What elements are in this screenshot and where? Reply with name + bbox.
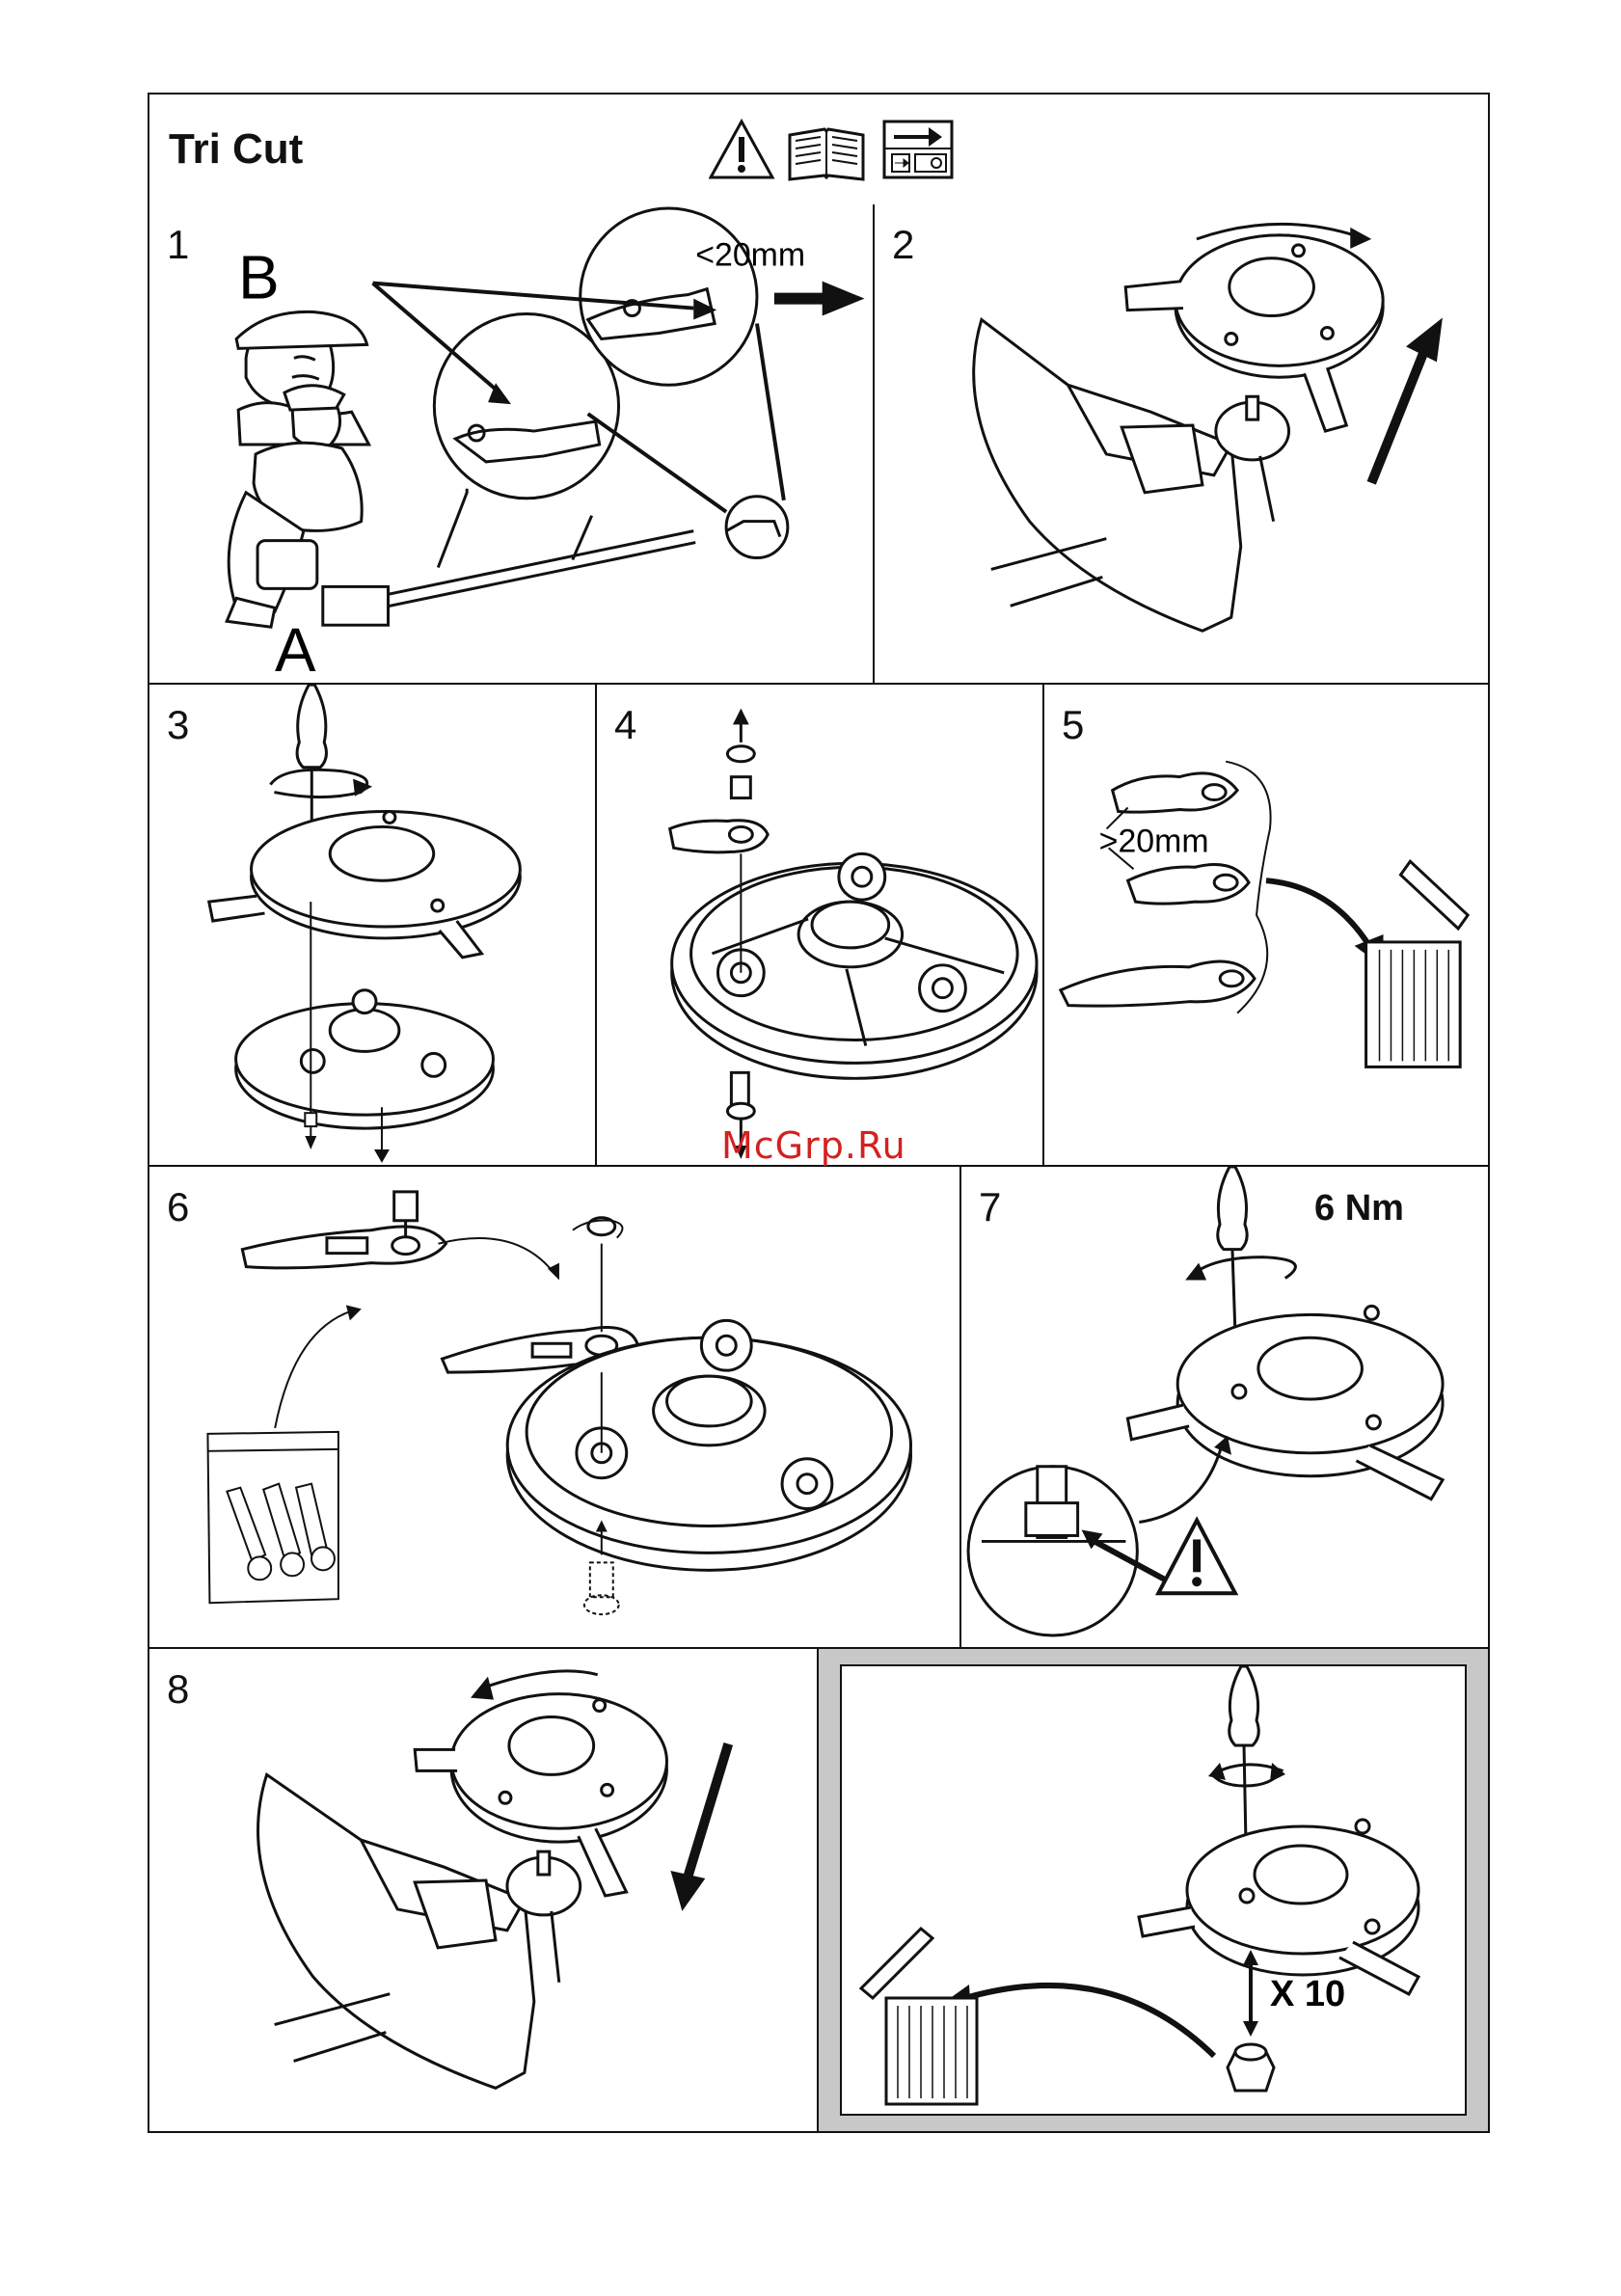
step-panel-4: 4 bbox=[597, 685, 1044, 1167]
label-a: A bbox=[275, 615, 316, 683]
bolt-outline bbox=[584, 1562, 619, 1614]
trimmer-shaft bbox=[323, 489, 695, 625]
cutting-disc bbox=[209, 812, 521, 958]
blade-bag bbox=[207, 1432, 338, 1603]
detail-magnifier-large bbox=[581, 208, 757, 385]
cutting-disc bbox=[1127, 1306, 1443, 1499]
header-icons bbox=[709, 118, 959, 181]
next-step-arrow bbox=[823, 282, 865, 316]
sheet-header: Tri Cut bbox=[149, 95, 1488, 206]
step-panel-5: 5 >20mm bbox=[1044, 685, 1488, 1167]
lower-arrow bbox=[688, 1743, 728, 1877]
instruction-arrow-icon bbox=[884, 122, 952, 177]
nut bbox=[1228, 2044, 1274, 2091]
step-panel-6: 6 bbox=[149, 1167, 961, 1649]
new-blade-1 bbox=[242, 1192, 446, 1268]
worn-blades bbox=[1061, 773, 1255, 1006]
discard-arrow bbox=[1266, 880, 1372, 950]
step-5-illustration: >20mm bbox=[1044, 685, 1488, 1165]
step-panel-3: 3 bbox=[149, 685, 597, 1167]
nut-replacement-illustration: X 10 bbox=[842, 1666, 1465, 2114]
manual-book-icon bbox=[790, 129, 863, 179]
step-panel-8: 8 bbox=[149, 1649, 819, 2131]
step-panel-nut-replace: X 10 bbox=[819, 1649, 1488, 2131]
blade-guard bbox=[974, 320, 1241, 632]
step-6-illustration bbox=[149, 1167, 959, 1647]
rotation-arrow bbox=[482, 1671, 598, 1688]
instruction-sheet: Tri Cut 1 bbox=[148, 93, 1490, 2133]
watermark: McGrp.Ru bbox=[721, 1124, 906, 1167]
label-b: B bbox=[238, 243, 280, 312]
lift-arrow bbox=[1371, 348, 1425, 482]
step-panel-7: 7 6 Nm bbox=[961, 1167, 1488, 1649]
discard-arrow bbox=[965, 1985, 1214, 2056]
trash-bin bbox=[861, 1929, 977, 2104]
warning-icon bbox=[711, 122, 772, 177]
cutting-disc bbox=[1139, 1820, 1418, 1994]
step-8-illustration bbox=[149, 1649, 817, 2131]
warning-icon bbox=[1158, 1521, 1235, 1594]
new-blade-2 bbox=[442, 1218, 637, 1372]
inner-frame: X 10 bbox=[840, 1664, 1467, 2116]
step-4-illustration bbox=[597, 685, 1042, 1165]
rotation-arrow bbox=[1193, 1257, 1295, 1279]
blade-parts bbox=[670, 712, 769, 852]
repeat-label: X 10 bbox=[1270, 1974, 1345, 2014]
hub-base bbox=[236, 990, 494, 1128]
step-panel-2: 2 bbox=[875, 204, 1488, 685]
step-panel-1: 1 bbox=[149, 204, 875, 685]
step-3-illustration bbox=[149, 685, 595, 1165]
trash-bin bbox=[1366, 861, 1469, 1067]
page-title: Tri Cut bbox=[169, 125, 303, 174]
rotation-arrow bbox=[270, 770, 366, 797]
hub-base bbox=[672, 853, 1037, 1078]
label-measure: <20mm bbox=[695, 237, 805, 274]
step-7-illustration bbox=[961, 1167, 1488, 1647]
step-1-illustration: B A <20mm bbox=[149, 204, 873, 683]
step-2-illustration bbox=[875, 204, 1488, 683]
